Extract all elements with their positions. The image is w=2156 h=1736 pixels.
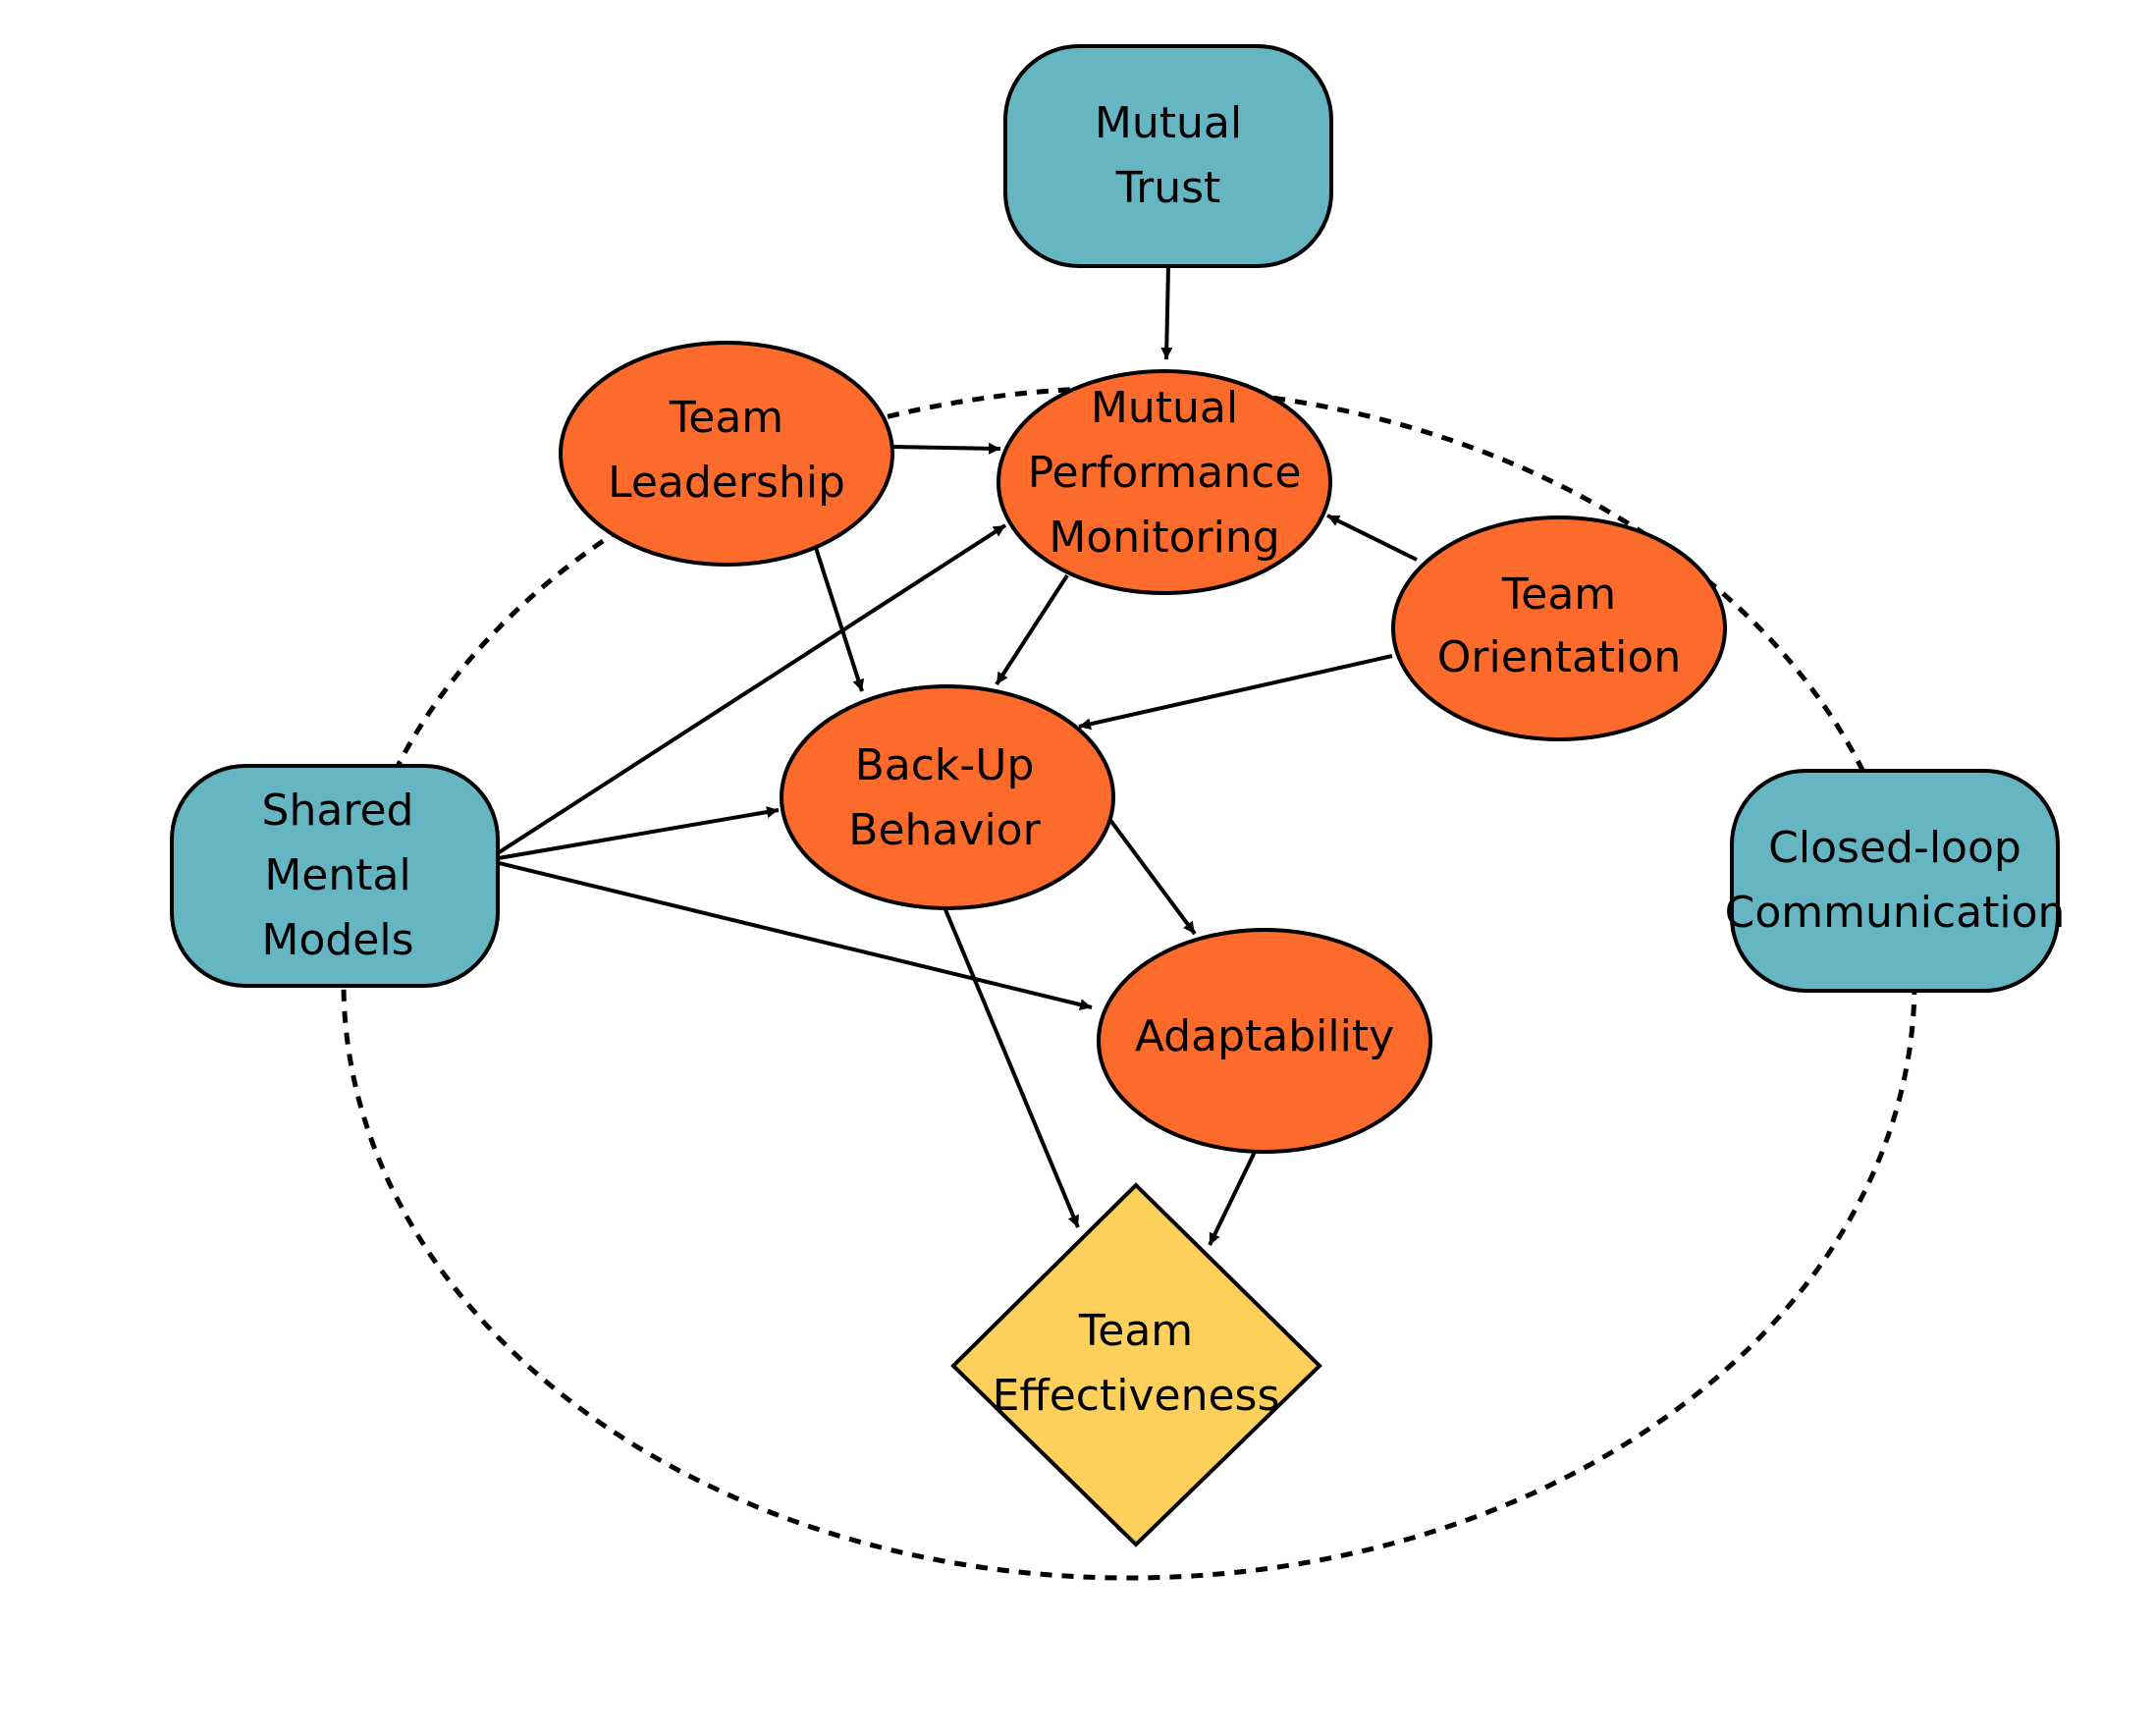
- team-leadership-label-line-2: Leadership: [608, 458, 845, 508]
- edge-trust-to-monitoring: [1160, 265, 1173, 360]
- node-team-effectiveness: Team Effectiveness: [950, 1182, 1322, 1547]
- edge-orientation-to-backup: [1078, 654, 1393, 731]
- edge-backup-to-adaptability: [1107, 817, 1197, 936]
- shared-mental-models-label-line-3: Models: [261, 915, 413, 965]
- team-effectiveness-diamond: [950, 1182, 1322, 1547]
- edge-shared-to-monitoring: [485, 523, 1007, 862]
- edge-shared-to-backup: [486, 806, 780, 862]
- back-up-behavior-label-line-2: Behavior: [848, 805, 1041, 855]
- edge-orientation-to-monitoring: [1326, 514, 1418, 562]
- edge-backup-to-effectiveness: [943, 906, 1080, 1228]
- mutual-performance-monitoring-label-line-2: Performance: [1028, 448, 1302, 498]
- mutual-trust-label-line-2: Trust: [1115, 163, 1221, 213]
- team-orientation-label-line-1: Team: [1501, 570, 1616, 620]
- team-leadership-label-line-1: Team: [669, 393, 783, 443]
- shared-mental-models-label-line-1: Shared: [262, 786, 414, 836]
- closed-loop-communication-label-line-1: Closed-loop: [1768, 823, 2021, 873]
- closed-loop-communication-label-line-2: Communication: [1725, 888, 2066, 938]
- edge-adaptability-to-effectiveness: [1208, 1147, 1259, 1246]
- team-orientation-label-line-2: Orientation: [1437, 632, 1681, 682]
- node-team-orientation: Team Orientation: [1391, 515, 1727, 741]
- mutual-performance-monitoring-label-line-1: Mutual: [1091, 383, 1238, 433]
- mutual-performance-monitoring-ellipse: [997, 369, 1332, 595]
- edges: [485, 265, 1418, 1246]
- node-mutual-trust: Mutual Trust: [1003, 44, 1333, 268]
- edge-shared-to-adaptability: [486, 858, 1093, 1010]
- mutual-performance-monitoring-label-line-3: Monitoring: [1049, 513, 1279, 563]
- node-shared-mental-models: Shared Mental Models: [170, 764, 500, 988]
- back-up-behavior-ellipse: [780, 684, 1115, 910]
- closed-loop-communication-box: [1730, 769, 2060, 993]
- mutual-trust-box: [1003, 44, 1333, 268]
- edge-leadership-to-monitoring: [891, 442, 1001, 455]
- edge-leadership-to-backup: [814, 547, 865, 692]
- edge-monitoring-to-backup: [995, 573, 1069, 686]
- adaptability-label: Adaptability: [1135, 1011, 1394, 1061]
- back-up-behavior-label-line-1: Back-Up: [855, 740, 1035, 790]
- node-adaptability: Adaptability: [1097, 928, 1432, 1154]
- node-back-up-behavior: Back-Up Behavior: [780, 684, 1115, 910]
- team-leadership-ellipse: [559, 341, 894, 567]
- node-team-leadership: Team Leadership: [559, 341, 894, 567]
- team-effectiveness-label-line-2: Effectiveness: [993, 1371, 1280, 1421]
- team-orientation-ellipse: [1391, 515, 1727, 741]
- team-effectiveness-label-line-1: Team: [1078, 1306, 1193, 1356]
- shared-mental-models-label-line-2: Mental: [264, 850, 410, 900]
- mutual-trust-label-line-1: Mutual: [1095, 98, 1242, 148]
- node-mutual-performance-monitoring: Mutual Performance Monitoring: [997, 369, 1332, 595]
- shared-mental-models-box: [170, 764, 500, 988]
- adaptability-ellipse: [1097, 928, 1432, 1154]
- node-closed-loop-communication: Closed-loop Communication: [1725, 769, 2066, 993]
